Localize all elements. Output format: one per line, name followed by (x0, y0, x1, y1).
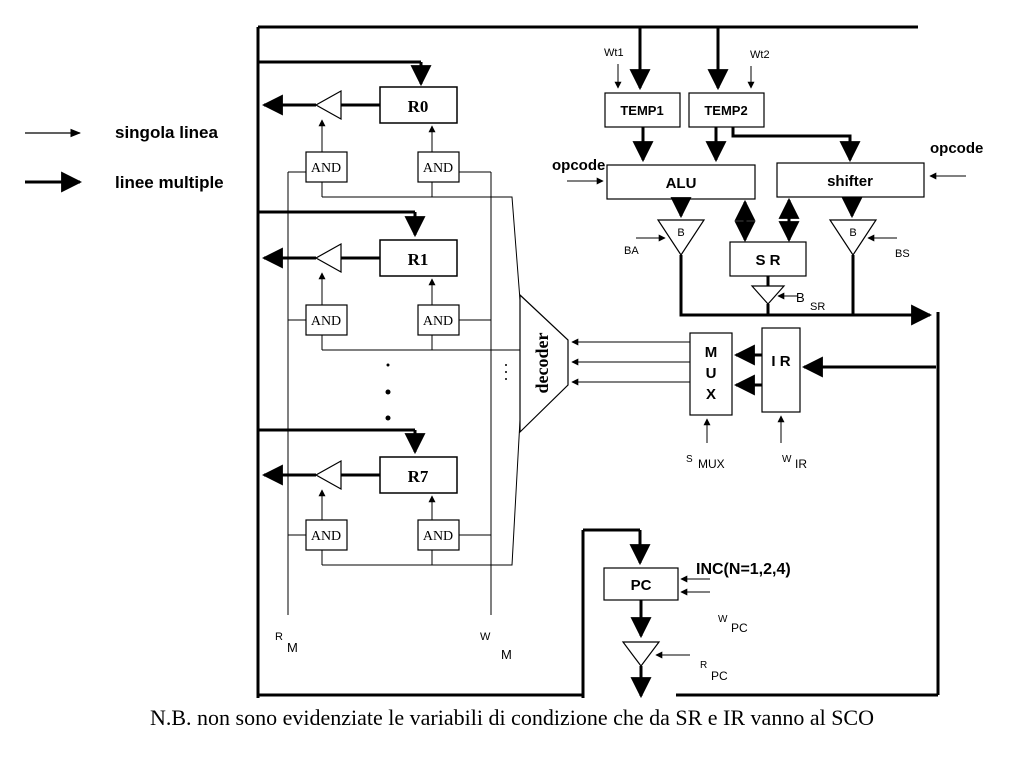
w-pc-signal-main: W (718, 614, 728, 625)
wt2-signal: Wt2 (750, 49, 770, 61)
tristate-buffer-r0 (314, 89, 342, 121)
legend-single-line-label: singola linea (115, 123, 219, 142)
s-mux-signal-main: S (686, 454, 693, 465)
r-m-signal-sub: M (287, 640, 298, 655)
decoder-block: decoder (519, 293, 690, 434)
and-gate-r0-write (417, 151, 460, 183)
legend-multiple-lines-label: linee multiple (115, 173, 224, 192)
and-gate-label: AND (423, 161, 453, 176)
alu-output-buffer (656, 219, 706, 257)
inc-signal-label: INC(N=1,2,4) (696, 561, 791, 578)
tristate-buffer-r7 (314, 459, 342, 491)
sr-output-buffer (750, 285, 786, 305)
temp1-label: TEMP1 (620, 103, 663, 118)
decoder (519, 293, 569, 434)
mux-letter-u: U (706, 365, 717, 382)
and-gate-r7-read (305, 519, 348, 551)
pc-section: PC INC(N=1,2,4) W PC R PC (603, 530, 791, 699)
shifter-label: shifter (827, 173, 873, 190)
mux-letter-x: X (706, 386, 716, 403)
shifter-output-buffer (828, 219, 878, 257)
register-file: R0 AND AND R1 AND (258, 60, 521, 662)
register-r0-group: R0 AND AND (258, 60, 521, 301)
alu-opcode-label: opcode (552, 157, 605, 174)
register-r7-label: R7 (408, 467, 429, 486)
wt1-signal: Wt1 (604, 47, 624, 59)
pc-output-buffer (621, 641, 661, 667)
register-r0-label: R0 (408, 97, 429, 116)
register-r7-group: R7 AND AND (258, 419, 521, 566)
b-sr-signal-sub: SR (810, 301, 825, 313)
bs-signal: BS (895, 248, 910, 260)
ba-signal: BA (624, 245, 639, 257)
register-r1-group: R1 AND AND (258, 210, 520, 351)
ir-label: I R (771, 353, 790, 370)
register-r0 (379, 86, 458, 124)
buses (256, 25, 940, 698)
pc-label: PC (631, 577, 652, 594)
temp2-label: TEMP2 (704, 103, 747, 118)
decoder-label: decoder (532, 333, 552, 394)
r-pc-signal-sub: PC (711, 669, 728, 683)
status-register (729, 241, 807, 277)
and-gate-label: AND (311, 529, 341, 544)
mux (689, 332, 733, 416)
w-ir-signal-sub: IR (795, 457, 807, 471)
w-ir-signal-main: W (782, 454, 792, 465)
r-pc-signal-main: R (700, 660, 707, 671)
r-m-signal-main: R (275, 631, 283, 643)
and-gate-r7-write (417, 519, 460, 551)
w-pc-signal-sub: PC (731, 621, 748, 635)
datapath-diagram: singola linea linee multiple R0 (25, 25, 983, 699)
shifter-buffer-label: B (849, 227, 856, 239)
and-gate-label: AND (311, 161, 341, 176)
alu-buffer-label: B (677, 227, 684, 239)
b-sr-signal-main: B (796, 290, 805, 305)
register-r1 (379, 239, 458, 277)
alu-section: Wt1 Wt2 TEMP1 TEMP2 opcode ALU shifter o… (552, 27, 983, 326)
and-gate-r0-read (305, 151, 348, 183)
legend: singola linea linee multiple (25, 123, 224, 193)
and-gate-label: AND (423, 314, 453, 329)
w-m-signal-sub: M (501, 647, 512, 662)
mux-letter-m: M (705, 344, 718, 361)
mux-ir-block: M U X I R S MUX W IR (686, 327, 936, 471)
register-ellipsis (385, 363, 507, 421)
tristate-buffer-r1 (314, 242, 342, 274)
and-gate-label: AND (311, 314, 341, 329)
temp2-register (688, 92, 765, 128)
s-mux-signal-sub: MUX (698, 457, 725, 471)
shifter-opcode-label: opcode (930, 140, 983, 157)
and-gate-label: AND (423, 529, 453, 544)
shifter (776, 162, 925, 198)
sr-label: S R (755, 252, 780, 269)
w-m-signal-main: W (480, 631, 491, 643)
footnote: N.B. non sono evidenziate le variabili d… (149, 705, 874, 730)
register-r1-label: R1 (408, 250, 429, 269)
alu-label: ALU (666, 175, 697, 192)
instruction-register (761, 327, 801, 413)
